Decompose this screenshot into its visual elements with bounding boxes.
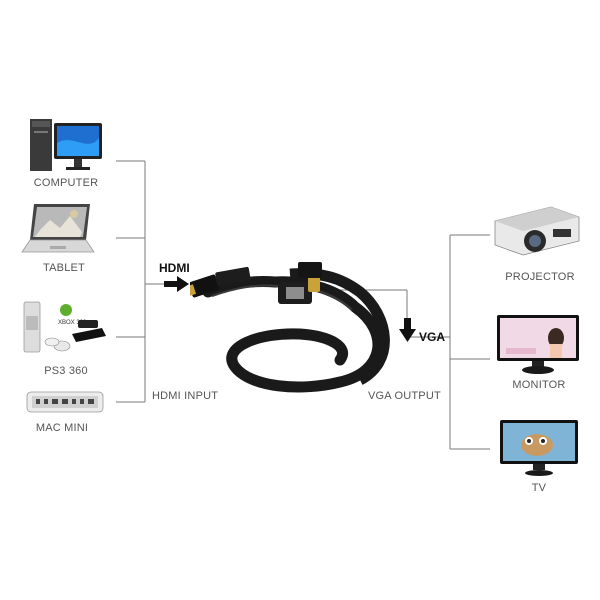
game-console-icon: XBOX 360	[23, 301, 106, 353]
hdmi-input-label: HDMI INPUT	[152, 390, 219, 402]
mac-mini-icon	[26, 391, 104, 413]
input-label-computer: COMPUTER	[33, 177, 99, 189]
input-label-mac-mini: MAC MINI	[35, 422, 89, 434]
computer-icon	[30, 119, 102, 171]
output-label-tv: TV	[531, 482, 547, 494]
hdmi-vga-cable-icon	[190, 262, 390, 393]
vga-arrow-icon	[399, 318, 416, 342]
vga-label: VGA	[419, 330, 446, 344]
laptop-icon	[21, 204, 95, 253]
input-label-tablet: TABLET	[43, 262, 85, 274]
tv-icon	[500, 420, 578, 476]
projector-icon	[494, 206, 580, 256]
xbox-logo-text: XBOX 360	[58, 320, 87, 326]
output-label-monitor: MONITOR	[512, 379, 566, 391]
vga-output-label: VGA OUTPUT	[368, 390, 441, 402]
hdmi-arrow-icon	[164, 276, 189, 292]
output-label-projector: PROJECTOR	[505, 271, 575, 283]
input-label-ps3-360: PS3 360	[44, 365, 88, 377]
hdmi-label: HDMI	[159, 261, 190, 275]
monitor-icon	[497, 315, 579, 374]
